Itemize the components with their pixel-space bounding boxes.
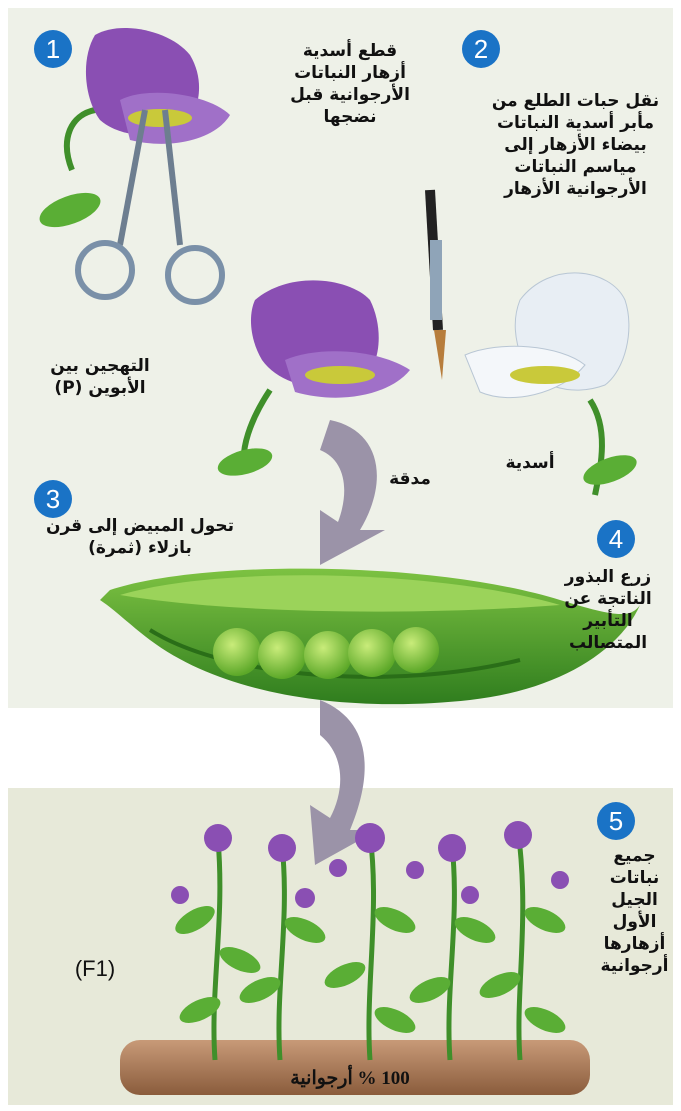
stamens-label: أسدية [490,452,570,474]
step-4-badge: 4 [597,520,635,558]
step-3-badge: 3 [34,480,72,518]
step-3-text: تحول المبيض إلى قرن بازلاء (ثمرة) [35,515,245,559]
step-1-badge: 1 [34,30,72,68]
purple-flower-pollinated [215,280,410,480]
step-4-text: زرع البذور الناتجة عن التأبير المتصالب [548,566,668,654]
step-5-text: جميع نباتات الجيل الأول أزهارها أرجوانية [592,845,677,977]
step-2-badge: 2 [462,30,500,68]
paintbrush-icon [430,190,446,380]
result-label: 100 % أرجوانية [250,1068,450,1090]
step-2-text: نقل حبات الطلع من مأبر أسدية النباتات بي… [478,90,673,200]
pea-plants-row [120,821,590,1095]
arrow-down-1 [320,420,385,565]
step-5-badge: 5 [597,802,635,840]
step-1-text: قطع أسدية أزهار النباتات الأرجوانية قبل … [285,40,415,128]
generation-label: (F1) [55,958,135,980]
parents-label: التهجين بين الأبوين (P) [30,355,170,399]
stigma-label: مدقة [370,468,450,490]
